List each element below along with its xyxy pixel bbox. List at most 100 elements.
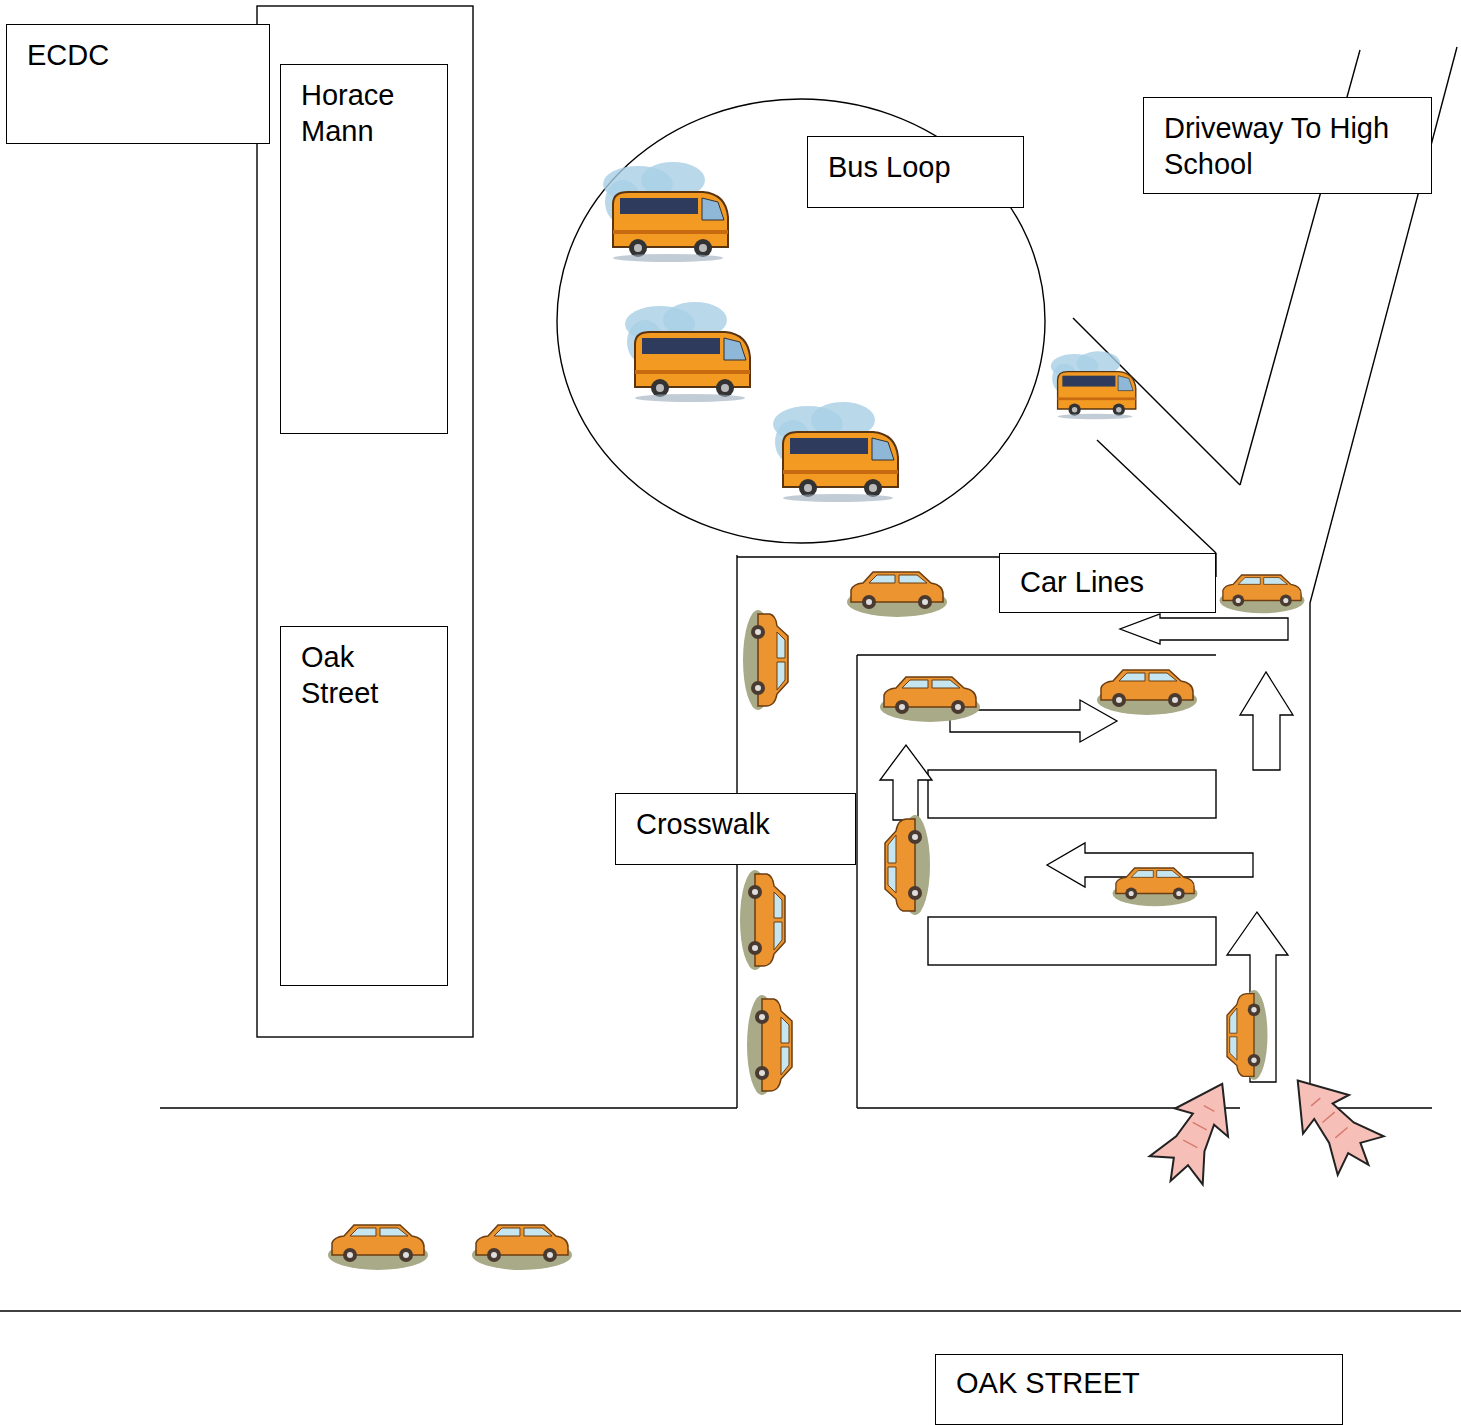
car-hub <box>752 945 758 951</box>
car-wheel <box>543 1248 557 1262</box>
car-window <box>902 680 928 688</box>
car-wheel <box>751 625 765 639</box>
box-label: Driveway To High School <box>1164 110 1394 183</box>
bus-stripe <box>613 230 728 234</box>
bus-body <box>1058 372 1136 409</box>
bus-wheel <box>799 479 817 497</box>
car-hub <box>1129 891 1134 896</box>
bus-shadow <box>1058 414 1133 419</box>
traffic-arrow <box>1120 614 1288 644</box>
car-wheel <box>748 885 762 899</box>
car-wheel <box>755 1066 769 1080</box>
car-window <box>781 1047 789 1075</box>
car-icon <box>847 572 947 617</box>
box-label: ECDC <box>27 37 257 73</box>
car-icon <box>885 815 930 915</box>
car-wheel <box>862 595 876 609</box>
box-label: OAK STREET <box>956 1365 1336 1401</box>
label-box: Car Lines <box>999 553 1216 613</box>
bus-hub <box>721 384 729 392</box>
car-window <box>869 575 895 583</box>
car-hub <box>347 1252 353 1258</box>
traffic-arrow <box>1227 912 1288 1082</box>
bus-wheel <box>651 379 669 397</box>
car-hub <box>1283 598 1288 603</box>
car-window <box>1119 673 1145 681</box>
entry-arrow-shape <box>1144 1070 1249 1195</box>
car-wheel <box>1173 888 1185 900</box>
car-wheel <box>751 681 765 695</box>
road-edge <box>160 1107 737 1108</box>
bus-wheel <box>694 239 712 257</box>
car-wheel <box>755 1010 769 1024</box>
car-hub <box>1116 697 1122 703</box>
label-box: OAK STREET <box>935 1354 1343 1425</box>
car-hub <box>955 704 961 710</box>
bus-shadow <box>635 394 745 402</box>
bus-shadow <box>613 254 723 262</box>
car-wheel <box>1248 1004 1261 1017</box>
bus-hub <box>699 244 707 252</box>
car-wheel <box>748 941 762 955</box>
bus-icon <box>603 162 728 262</box>
driveway-edge <box>1097 440 1216 553</box>
car-wheel <box>1125 888 1137 900</box>
car-hub <box>1251 1058 1256 1063</box>
bus-hub <box>869 484 877 492</box>
car-icon <box>740 870 785 970</box>
car-window <box>524 1228 552 1236</box>
car-window <box>1264 578 1288 585</box>
boundary-line <box>857 654 1216 655</box>
car-wheel <box>1280 595 1292 607</box>
car-window <box>932 680 960 688</box>
bus-windows <box>620 198 698 214</box>
bus-hub <box>656 384 664 392</box>
car-hub <box>1176 891 1181 896</box>
car-hub <box>912 834 918 840</box>
entry-arrow-hatch <box>1183 1105 1216 1148</box>
car-hub <box>1251 1007 1256 1012</box>
car-icon <box>1220 575 1305 613</box>
street-edge <box>0 1310 1461 1311</box>
car-hub <box>899 704 905 710</box>
bus-stripe <box>635 370 750 374</box>
bus-stripe <box>783 470 898 474</box>
bus-body <box>783 432 898 487</box>
car-wheel <box>951 700 965 714</box>
car-window <box>350 1228 376 1236</box>
bus-loop-circle <box>557 99 1045 543</box>
car-window <box>1157 871 1181 878</box>
car-window <box>380 1228 408 1236</box>
bus-windshield <box>702 198 724 220</box>
bus-stripe <box>1058 397 1136 400</box>
boundary-line <box>856 655 857 1108</box>
car-wheel <box>1232 595 1244 607</box>
label-box: Crosswalk <box>615 793 856 865</box>
car-hub <box>866 599 872 605</box>
car-window <box>1230 1037 1237 1060</box>
car-window <box>774 922 782 950</box>
car-icon <box>1113 868 1198 906</box>
bus-windshield <box>724 338 746 360</box>
car-wheel <box>908 886 922 900</box>
parking-island <box>928 770 1216 818</box>
bus-windshield <box>1118 376 1133 391</box>
car-icon <box>328 1225 428 1270</box>
bus-icon <box>1051 351 1136 419</box>
car-window <box>494 1228 520 1236</box>
car-hub <box>1172 697 1178 703</box>
label-box: ECDC <box>6 24 270 144</box>
car-window <box>774 892 782 918</box>
boundary-line <box>737 556 1000 557</box>
car-wheel <box>908 830 922 844</box>
car-hub <box>403 1252 409 1258</box>
bus-body <box>613 192 728 247</box>
traffic-arrow <box>1240 672 1293 770</box>
label-box: Driveway To High School <box>1143 97 1432 194</box>
bus-shadow <box>783 494 893 502</box>
car-hub <box>547 1252 553 1258</box>
bus-windshield <box>872 438 894 460</box>
car-wheel <box>343 1248 357 1262</box>
car-hub <box>755 685 761 691</box>
